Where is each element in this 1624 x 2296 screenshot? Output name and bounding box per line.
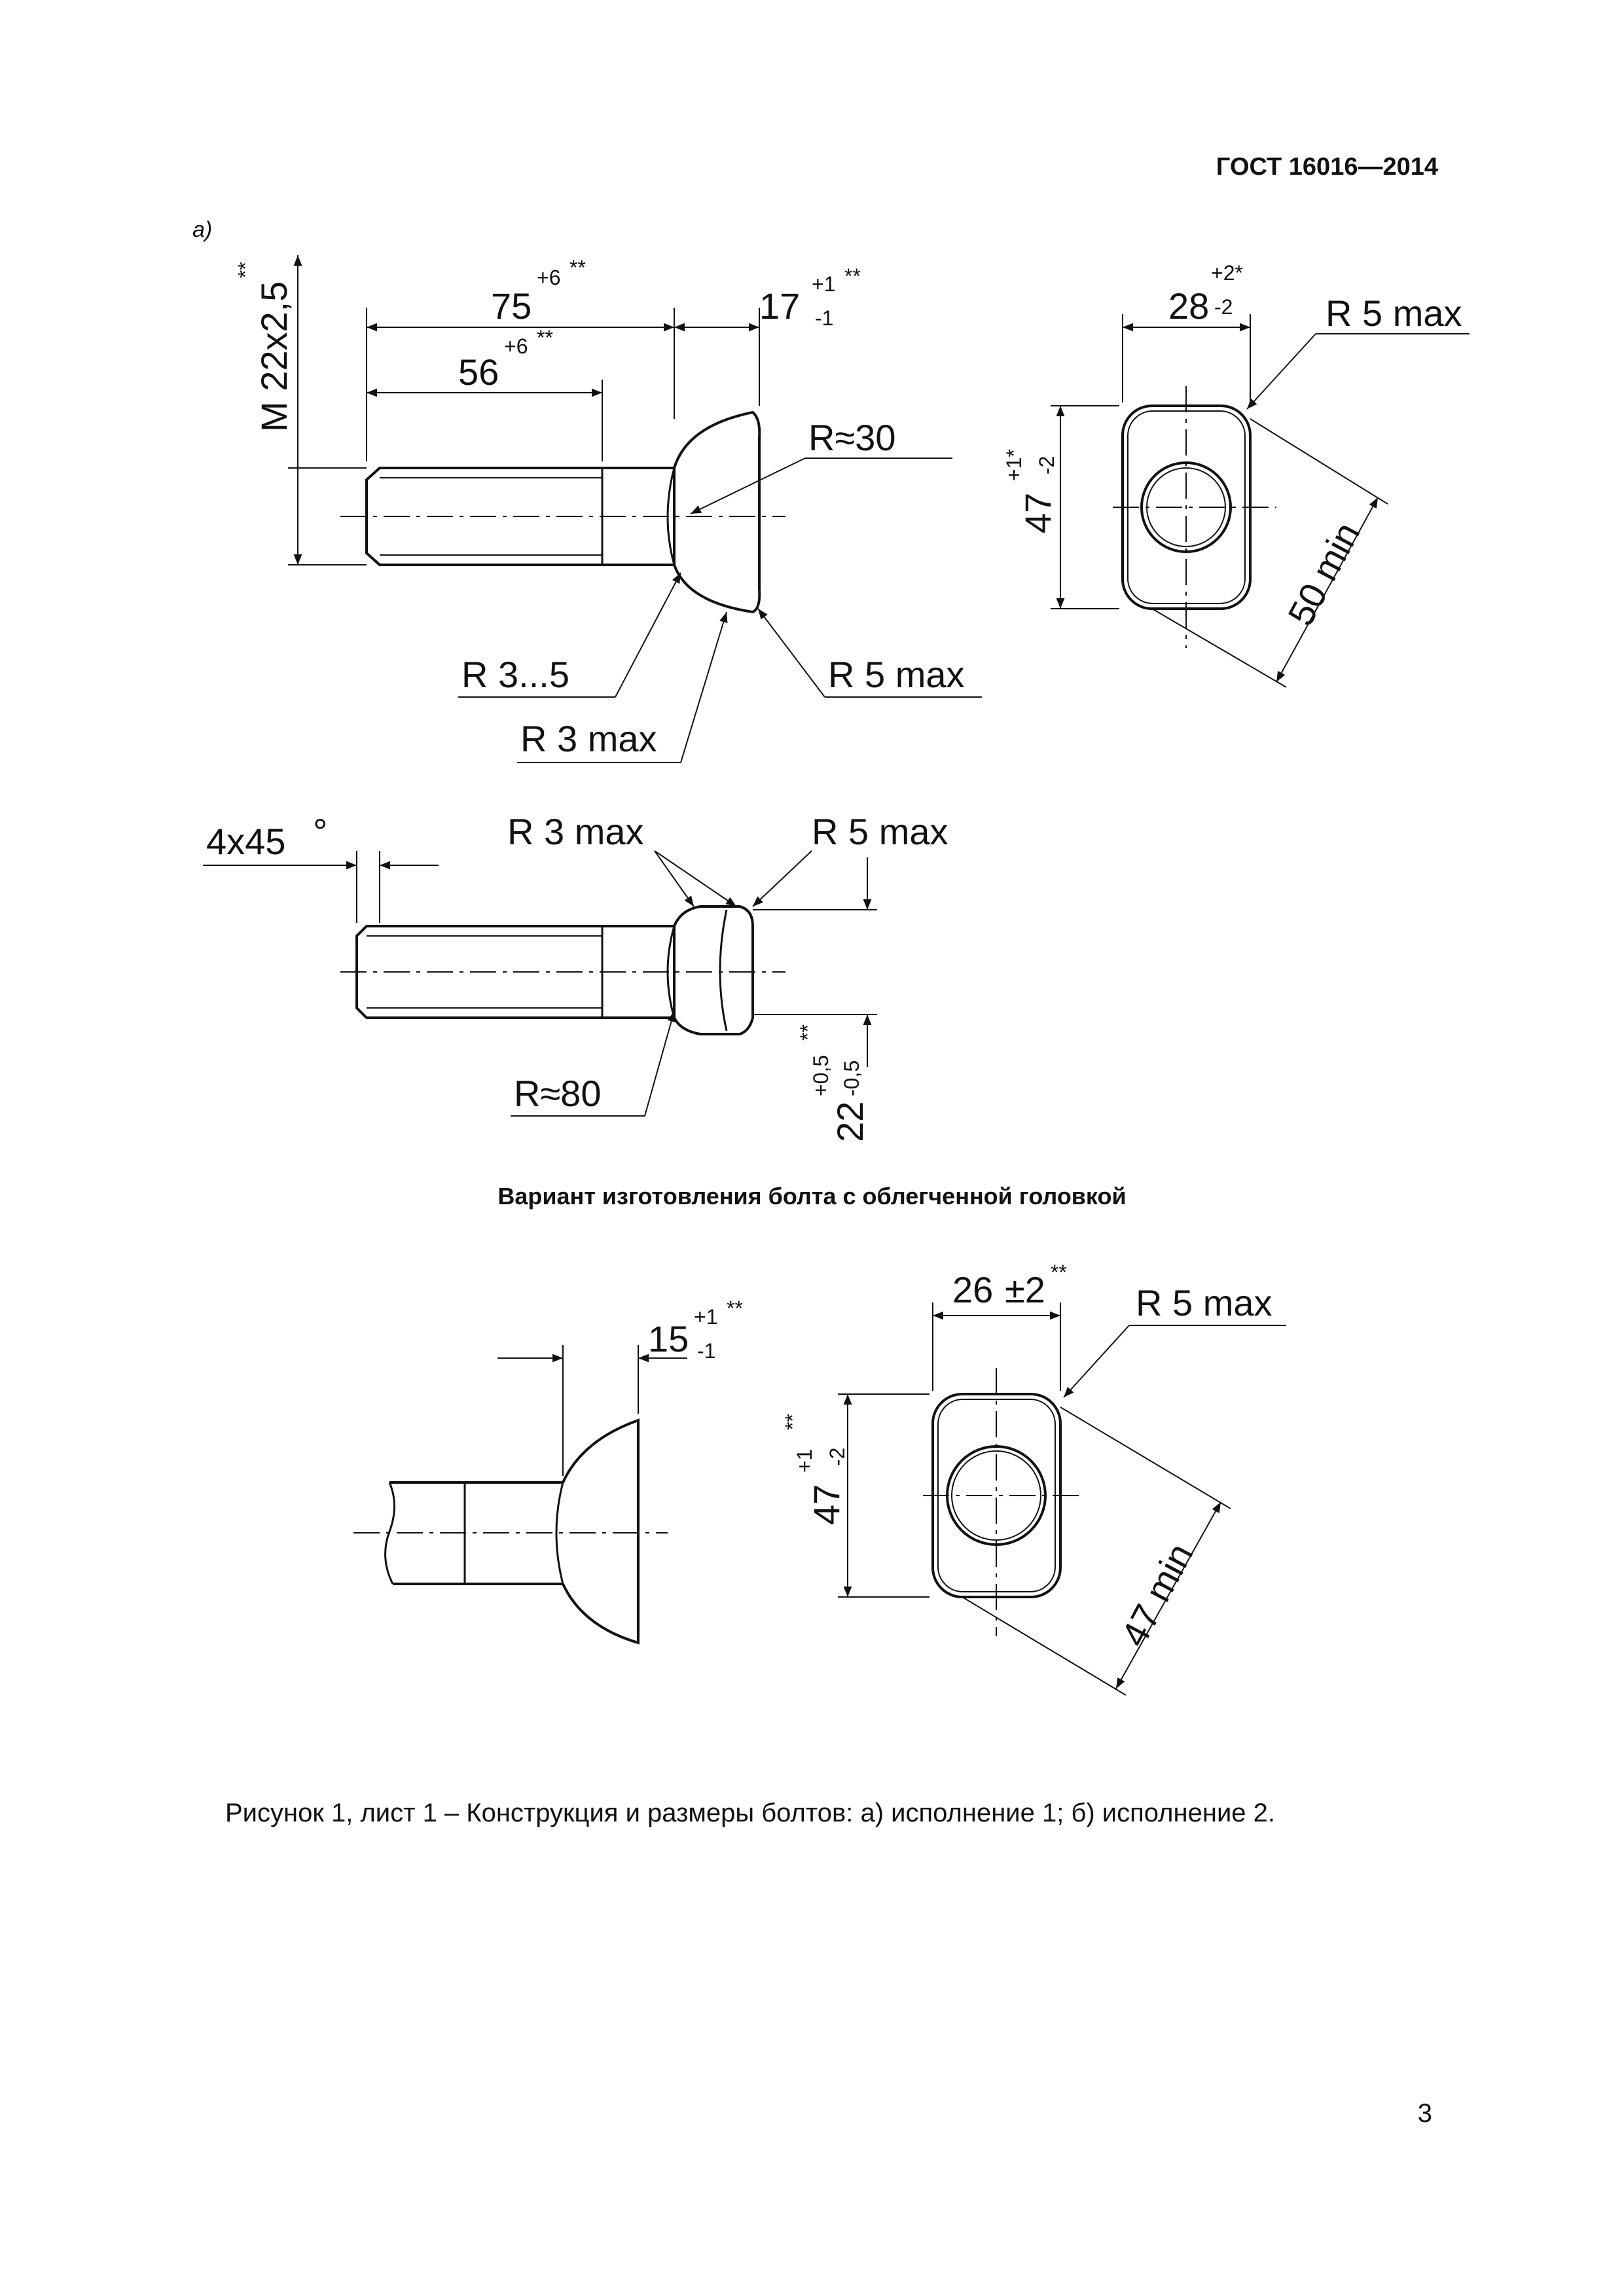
figure-a-light-variant <box>203 850 877 1117</box>
dim-22: 22 <box>829 1102 871 1142</box>
dim-26: 26 <box>952 1269 993 1310</box>
tol-22-upper: +0,5 <box>809 1055 833 1096</box>
figure-b-side-view <box>353 1345 687 1645</box>
tol-17-upper: +1 <box>812 272 835 296</box>
figure-b-end-view <box>838 1302 1286 1696</box>
tol-17-lower: -1 <box>815 306 833 330</box>
tol-15-lower: -1 <box>697 1339 715 1363</box>
chamfer-label: 4х45 <box>206 821 285 862</box>
tol-15-mark: ** <box>727 1297 743 1320</box>
b-tol-47-lower: -2 <box>825 1448 849 1466</box>
tol-26-mark: ** <box>1051 1261 1067 1284</box>
tol-56-mark: ** <box>537 326 553 350</box>
dim-17: 17 <box>759 285 800 327</box>
dim-47-min: 47 min <box>1113 1537 1201 1653</box>
tol-47-upper: +1* <box>1002 449 1026 481</box>
dim-28: 28 <box>1168 285 1209 327</box>
dim-15: 15 <box>648 1318 689 1359</box>
tol-75: +6 <box>537 266 560 289</box>
b-dim-47: 47 <box>806 1484 847 1525</box>
tol-15-upper: +1 <box>694 1305 717 1329</box>
dim-75: 75 <box>491 285 532 327</box>
light-radius-3-max: R 3 max <box>507 811 644 852</box>
b-radius-5-max: R 5 max <box>1136 1282 1272 1323</box>
thread-tolerance: ** <box>234 262 257 278</box>
tol-47-lower: -2 <box>1035 456 1058 475</box>
tol-22-mark: ** <box>796 1024 820 1041</box>
radius-5-max-label: R 5 max <box>828 654 965 695</box>
radius-80-label: R≈80 <box>514 1073 601 1114</box>
page-number: 3 <box>1417 2099 1432 2128</box>
b-tol-47-mark: ** <box>781 1414 804 1430</box>
figure-a-side-labels: М 22х2,5 ** 75 +6 ** 56 +6 ** 17 +1 ** -… <box>234 256 965 759</box>
degree-sign: ° <box>313 811 327 852</box>
dim-56: 56 <box>458 351 499 393</box>
dim-50-min: 50 min <box>1280 516 1368 632</box>
tol-75-mark: ** <box>569 256 586 279</box>
figure-a-end-view <box>1051 314 1470 688</box>
figure-a-light-labels: 4х45 ° R 3 max R 5 max R≈80 22 +0,5 ** -… <box>206 811 948 1142</box>
radius-30-label: R≈30 <box>808 417 895 458</box>
radius-3-5-label: R 3...5 <box>461 654 569 695</box>
tol-26: ±2 <box>1005 1269 1045 1310</box>
dim-47: 47 <box>1017 493 1058 533</box>
figure-caption: Рисунок 1, лист 1 – Конструкция и размер… <box>225 1799 1276 1827</box>
figure-b-side-labels: 15 +1 ** -1 <box>648 1297 743 1363</box>
variant-a-label: а) <box>192 217 212 242</box>
tol-17-mark: ** <box>844 264 861 288</box>
document-code: ГОСТ 16016—2014 <box>1216 153 1438 181</box>
b-tol-47-upper: +1 <box>793 1449 816 1473</box>
tol-28-upper: +2* <box>1211 261 1243 285</box>
tol-56: +6 <box>504 334 528 358</box>
end-radius-5-max: R 5 max <box>1326 293 1462 334</box>
tol-28-lower: -2 <box>1214 295 1233 319</box>
section-title: Вариант изготовления болта с облегченной… <box>497 1183 1127 1210</box>
tol-22-lower: -0,5 <box>840 1060 863 1096</box>
radius-3-max-label: R 3 max <box>520 718 657 759</box>
light-radius-5-max: R 5 max <box>812 811 948 852</box>
thread-label: М 22х2,5 <box>253 281 295 432</box>
figure-a-end-labels: 28 +2* -2 R 5 max 47 +1* -2 50 min <box>1002 261 1462 632</box>
figure-a-side-view: а) <box>192 217 982 763</box>
